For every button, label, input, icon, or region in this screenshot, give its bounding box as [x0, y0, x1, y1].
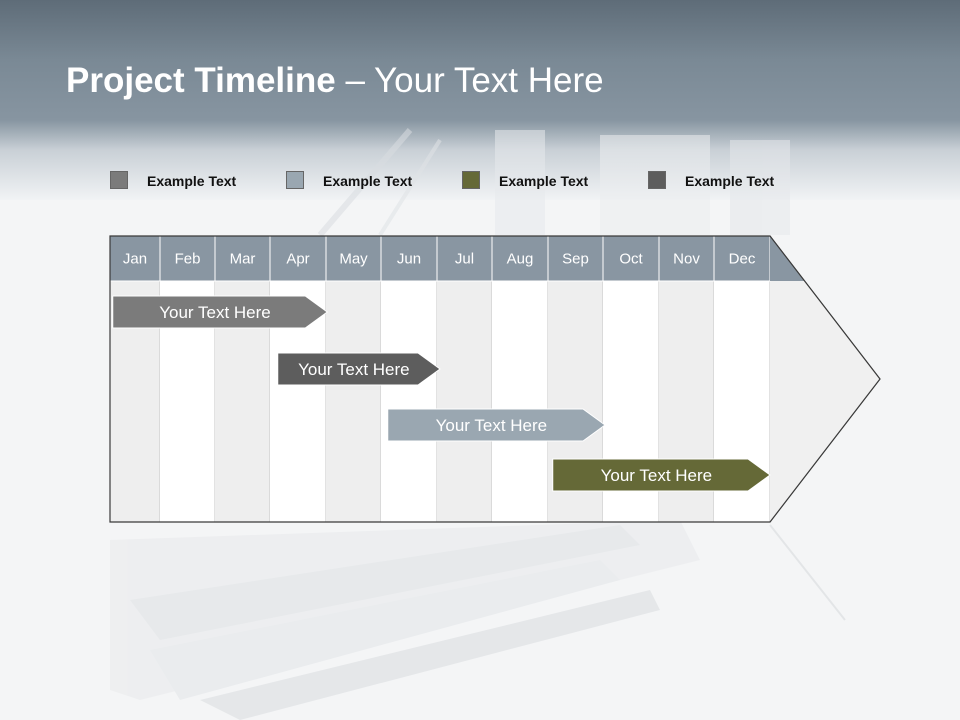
month-header-cell — [658, 235, 715, 282]
month-label: Nov — [673, 251, 700, 268]
month-label: May — [339, 251, 368, 268]
month-label: Apr — [286, 251, 309, 268]
task-bar — [387, 408, 606, 442]
month-column — [326, 281, 381, 522]
timeline-arrow-outline — [109, 235, 881, 523]
month-label: Oct — [619, 251, 643, 268]
month-label: Jan — [123, 251, 147, 268]
month-label: Dec — [729, 251, 756, 268]
month-header-cell — [159, 235, 216, 282]
month-header-cell — [436, 235, 493, 282]
month-header-cell — [380, 235, 438, 282]
legend-label: Example Text — [147, 173, 237, 189]
legend-label: Example Text — [499, 173, 589, 189]
month-header-cell — [109, 235, 161, 282]
legend-swatch — [110, 171, 128, 189]
title-rest: – Your Text Here — [335, 61, 604, 100]
month-label: Feb — [175, 251, 201, 268]
task-bar — [277, 352, 441, 386]
task-label: Your Text Here — [436, 416, 548, 435]
legend-label: Example Text — [685, 173, 775, 189]
month-label: Aug — [507, 251, 534, 268]
title-bold: Project Timeline — [66, 61, 336, 100]
month-label: Jul — [455, 251, 474, 268]
month-label: Sep — [562, 251, 589, 268]
legend-swatch — [462, 171, 480, 189]
task-bar — [552, 458, 771, 492]
task-label: Your Text Here — [601, 466, 713, 485]
legend-label: Example Text — [323, 173, 413, 189]
task-bar — [112, 295, 329, 329]
header-band — [0, 0, 960, 200]
month-header-cell — [602, 235, 660, 282]
month-header-cell — [325, 235, 382, 282]
arrow-head-fill — [770, 281, 880, 522]
legend-swatch — [286, 171, 304, 189]
month-column — [381, 281, 437, 522]
month-header-cell — [547, 235, 604, 282]
month-header-cell — [269, 235, 327, 282]
month-column — [492, 281, 548, 522]
page-title: Project Timeline – Your Text Here — [66, 56, 604, 106]
month-header-cell — [491, 235, 549, 282]
month-label: Jun — [397, 251, 421, 268]
task-label: Your Text Here — [159, 303, 271, 322]
month-label: Mar — [230, 251, 256, 268]
month-column — [437, 281, 492, 522]
task-label: Your Text Here — [298, 360, 410, 379]
legend-swatch — [648, 171, 666, 189]
